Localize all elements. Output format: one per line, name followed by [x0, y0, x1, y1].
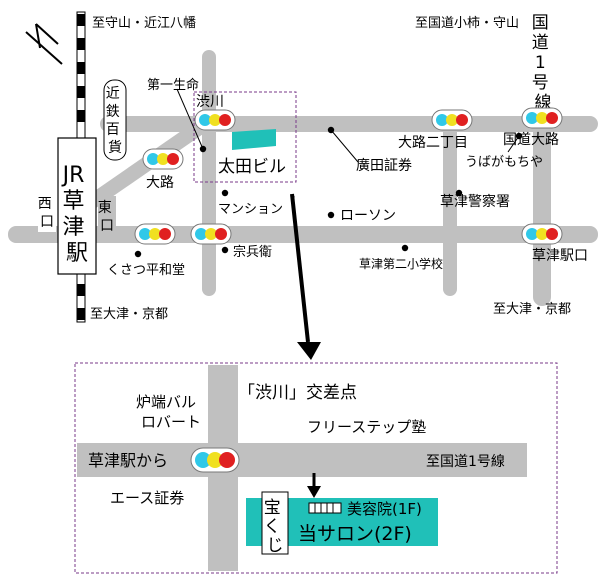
route1-label-bg: [532, 10, 554, 108]
ota-building: [232, 129, 276, 150]
label-ubagamochiya: うばがもちや: [465, 155, 543, 170]
label-police: 草津警察署: [440, 193, 510, 210]
label-our-salon: 当サロン(2F): [298, 523, 412, 545]
east-exit-bg: [98, 196, 116, 234]
label-ace-securities: エース証券: [110, 489, 184, 507]
road-police-ns: [443, 120, 457, 296]
label-school: 草津第二小学校: [359, 256, 443, 271]
landmark-dots: [134, 126, 523, 258]
highlight-area: [193, 91, 297, 183]
detail-road-ew: [77, 443, 527, 477]
overview-map: JR 草 津 駅 近 鉄 百 貨 国 道 1 号 線: [8, 10, 598, 360]
label-lawson: ローソン: [340, 208, 396, 224]
takarakuji-label: 宝 く じ: [264, 498, 286, 556]
label-to-otsu-kyoto-left: 至大津・京都: [90, 307, 168, 322]
station-name: JR 草 津 駅: [61, 163, 92, 266]
west-exit-bg: [38, 192, 56, 232]
label-ota-building: 太田ビル: [218, 157, 286, 177]
kintetsu-dept-box: [103, 79, 127, 161]
label-oji-2chome: 大路二丁目: [398, 135, 468, 151]
label-free-step: フリーステップ塾: [307, 418, 426, 436]
label-shibukawa: 渋川: [196, 94, 224, 110]
jr-kusatsu-station: [57, 137, 97, 275]
label-mansion: マンション: [218, 202, 283, 217]
arrow-to-detail-icon: [290, 193, 321, 360]
label-robert: ロバート: [141, 413, 201, 431]
kintetsu-dept-label: 近 鉄 百 貨: [106, 86, 124, 156]
label-to-moriyama: 至守山・近江八幡: [92, 16, 196, 31]
takarakuji-box: [261, 491, 289, 555]
label-oji: 大路: [146, 175, 174, 191]
label-daiichi-seimei: 第一生命: [147, 77, 199, 93]
salon-entrance-icon: [308, 502, 342, 514]
detail-traffic-signal-icon: [190, 447, 240, 473]
label-sohei: 宗兵衛: [233, 244, 272, 260]
west-exit-label: 西 口: [38, 196, 56, 230]
label-to-route1: 至国道1号線: [426, 454, 505, 470]
entrance-arrow-icon: [307, 473, 321, 498]
route1-label: 国 道 1 号 線: [532, 13, 554, 113]
detail-map: 宝 く じ 炉端バル ロバート 「渋川」交差点 フリーステップ塾 草津駅から 至…: [74, 362, 558, 574]
entrance-grid: [314, 503, 334, 513]
label-kusatsu-station-exit: 草津駅口: [532, 248, 588, 264]
label-to-otsu-kyoto-right: 至大津・京都: [493, 302, 571, 317]
label-hirota-securities: 廣田証券: [356, 157, 412, 174]
road-shibukawa-ns: [202, 50, 216, 296]
label-kokudo-oji: 国道大路: [503, 132, 559, 148]
east-exit-label: 東 口: [98, 200, 116, 234]
label-from-station: 草津駅から: [88, 451, 168, 470]
label-to-route-obaki: 至国道小柿・守山: [415, 15, 519, 31]
label-beauty-salon: 美容院(1F): [347, 500, 422, 518]
label-robata: 炉端バル: [136, 393, 196, 411]
label-kusatsu-heiwado: くさつ平和堂: [107, 263, 185, 278]
label-shibukawa-crossing: 「渋川」交差点: [238, 383, 357, 403]
overview-labels: 至守山・近江八幡 至国道小柿・守山 第一生命 渋川 太田ビル 大路二丁目 国道大…: [90, 15, 588, 322]
north-arrow-icon: [25, 23, 63, 65]
detail-labels: 炉端バル ロバート 「渋川」交差点 フリーステップ塾 草津駅から 至国道1号線 …: [88, 383, 505, 545]
